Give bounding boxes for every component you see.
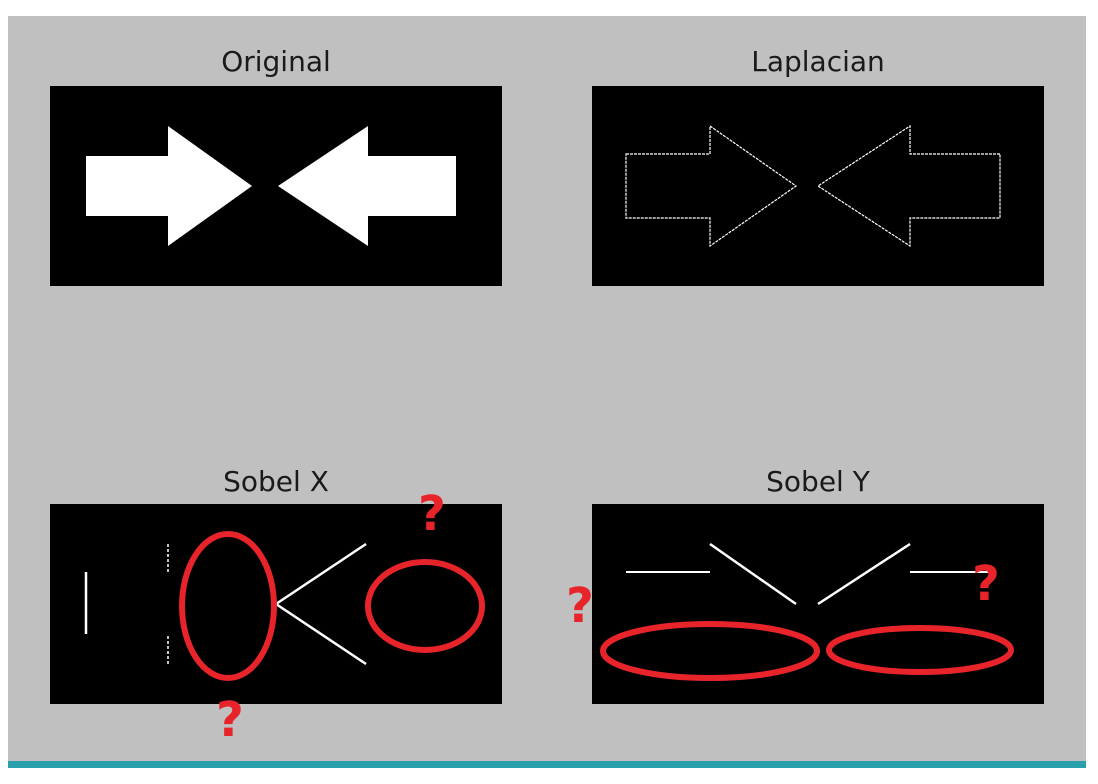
panel-title-laplacian: Laplacian xyxy=(751,45,885,78)
panel-title-sobel-y: Sobel Y xyxy=(766,465,870,498)
panel-title-sobel-x: Sobel X xyxy=(223,465,329,498)
right-arrow-shape xyxy=(86,126,252,246)
right-arrow-edge xyxy=(625,124,798,248)
diagonal-edge xyxy=(709,542,797,606)
sobel-y-image xyxy=(592,504,1044,704)
diagonal-edge xyxy=(275,542,367,606)
left-arrow-shape xyxy=(278,126,456,246)
original-image xyxy=(50,86,502,286)
diagonal-edge xyxy=(817,542,911,606)
sobel-x-image xyxy=(50,504,502,704)
left-arrow-edge xyxy=(816,124,1001,248)
diagonal-edge xyxy=(275,602,367,666)
panel-title-original: Original xyxy=(221,45,331,78)
bottom-bar xyxy=(8,761,1086,768)
laplacian-image xyxy=(592,86,1044,286)
